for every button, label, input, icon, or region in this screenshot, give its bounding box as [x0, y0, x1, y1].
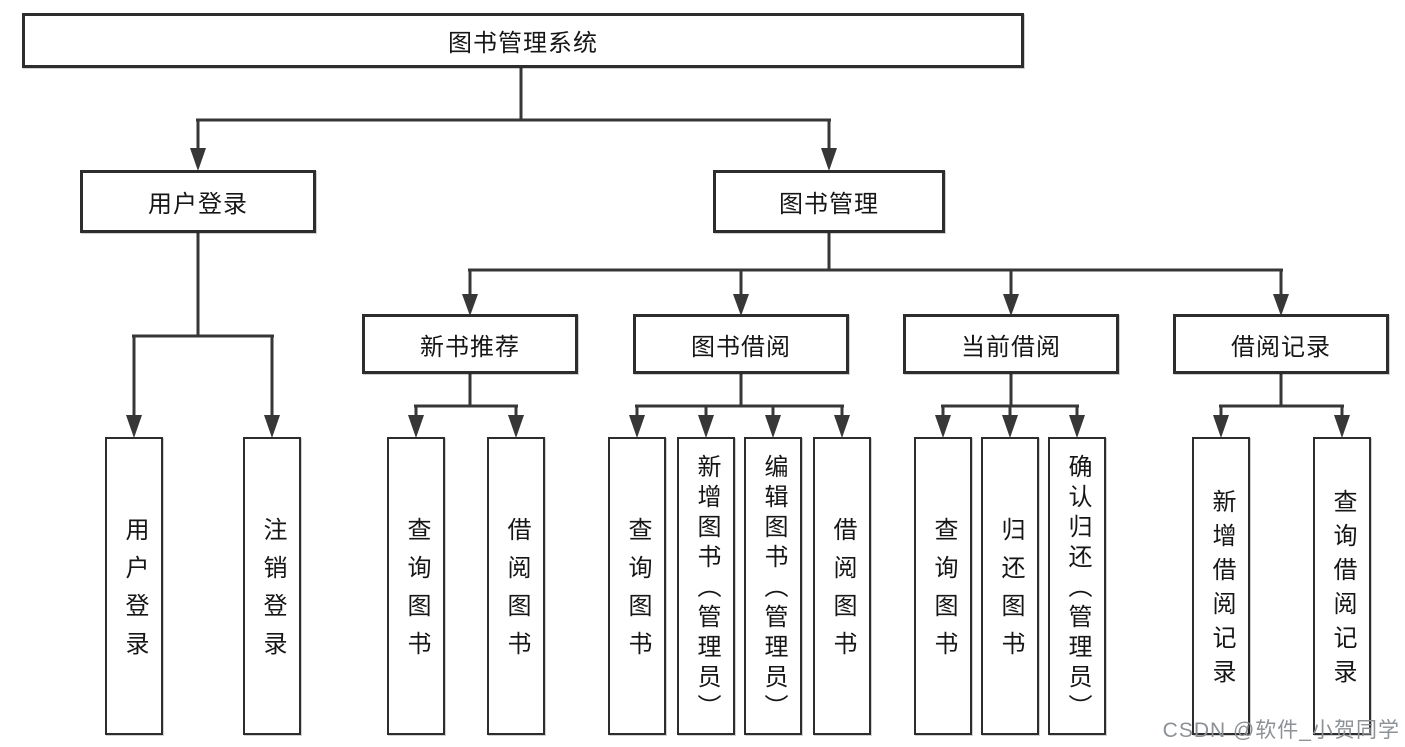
- leaf-query-books-borrow: 查询图书: [608, 437, 666, 735]
- leaf-query-books-recommend: 查询图书: [387, 437, 445, 735]
- leaf-logout: 注销登录: [243, 437, 301, 735]
- leaf-borrow-books-recommend-label: 借阅图书: [503, 517, 530, 669]
- leaf-add-borrow-record: 新增借阅记录: [1192, 437, 1250, 735]
- leaf-logout-label: 注销登录: [259, 517, 286, 669]
- leaf-query-books-borrow-label: 查询图书: [624, 517, 651, 669]
- leaf-add-books-admin: 新增图书（管理员）: [677, 437, 735, 735]
- leaf-borrow-books: 借阅图书: [813, 437, 871, 735]
- leaf-query-books-current-label: 查询图书: [930, 517, 957, 669]
- leaf-borrow-books-label: 借阅图书: [829, 517, 856, 669]
- node-root: 图书管理系统: [22, 13, 1024, 68]
- leaf-edit-books-admin: 编辑图书（管理员）: [744, 437, 802, 735]
- node-new-book-recommend: 新书推荐: [362, 314, 578, 374]
- node-book-management: 图书管理: [713, 170, 945, 233]
- leaf-confirm-return-admin-label: 确认归还（管理员）: [1064, 454, 1091, 724]
- node-current-borrow: 当前借阅: [903, 314, 1119, 374]
- leaf-return-books-label: 归还图书: [997, 517, 1024, 669]
- watermark: CSDN @软件_小贺同学: [1162, 719, 1400, 742]
- node-borrow-records: 借阅记录: [1173, 314, 1389, 374]
- leaf-user-login: 用户登录: [105, 437, 163, 735]
- leaf-query-borrow-record: 查询借阅记录: [1313, 437, 1371, 735]
- leaf-query-borrow-record-label: 查询借阅记录: [1329, 489, 1356, 693]
- leaf-edit-books-admin-label: 编辑图书（管理员）: [760, 454, 787, 724]
- leaf-query-books-current: 查询图书: [914, 437, 972, 735]
- leaf-confirm-return-admin: 确认归还（管理员）: [1048, 437, 1106, 735]
- leaf-return-books: 归还图书: [981, 437, 1039, 735]
- leaf-add-books-admin-label: 新增图书（管理员）: [693, 454, 720, 724]
- node-book-borrow: 图书借阅: [633, 314, 849, 374]
- leaf-query-books-recommend-label: 查询图书: [403, 517, 430, 669]
- leaf-add-borrow-record-label: 新增借阅记录: [1208, 489, 1235, 693]
- leaf-borrow-books-recommend: 借阅图书: [487, 437, 545, 735]
- leaf-user-login-label: 用户登录: [121, 517, 148, 669]
- node-user-login: 用户登录: [80, 170, 316, 233]
